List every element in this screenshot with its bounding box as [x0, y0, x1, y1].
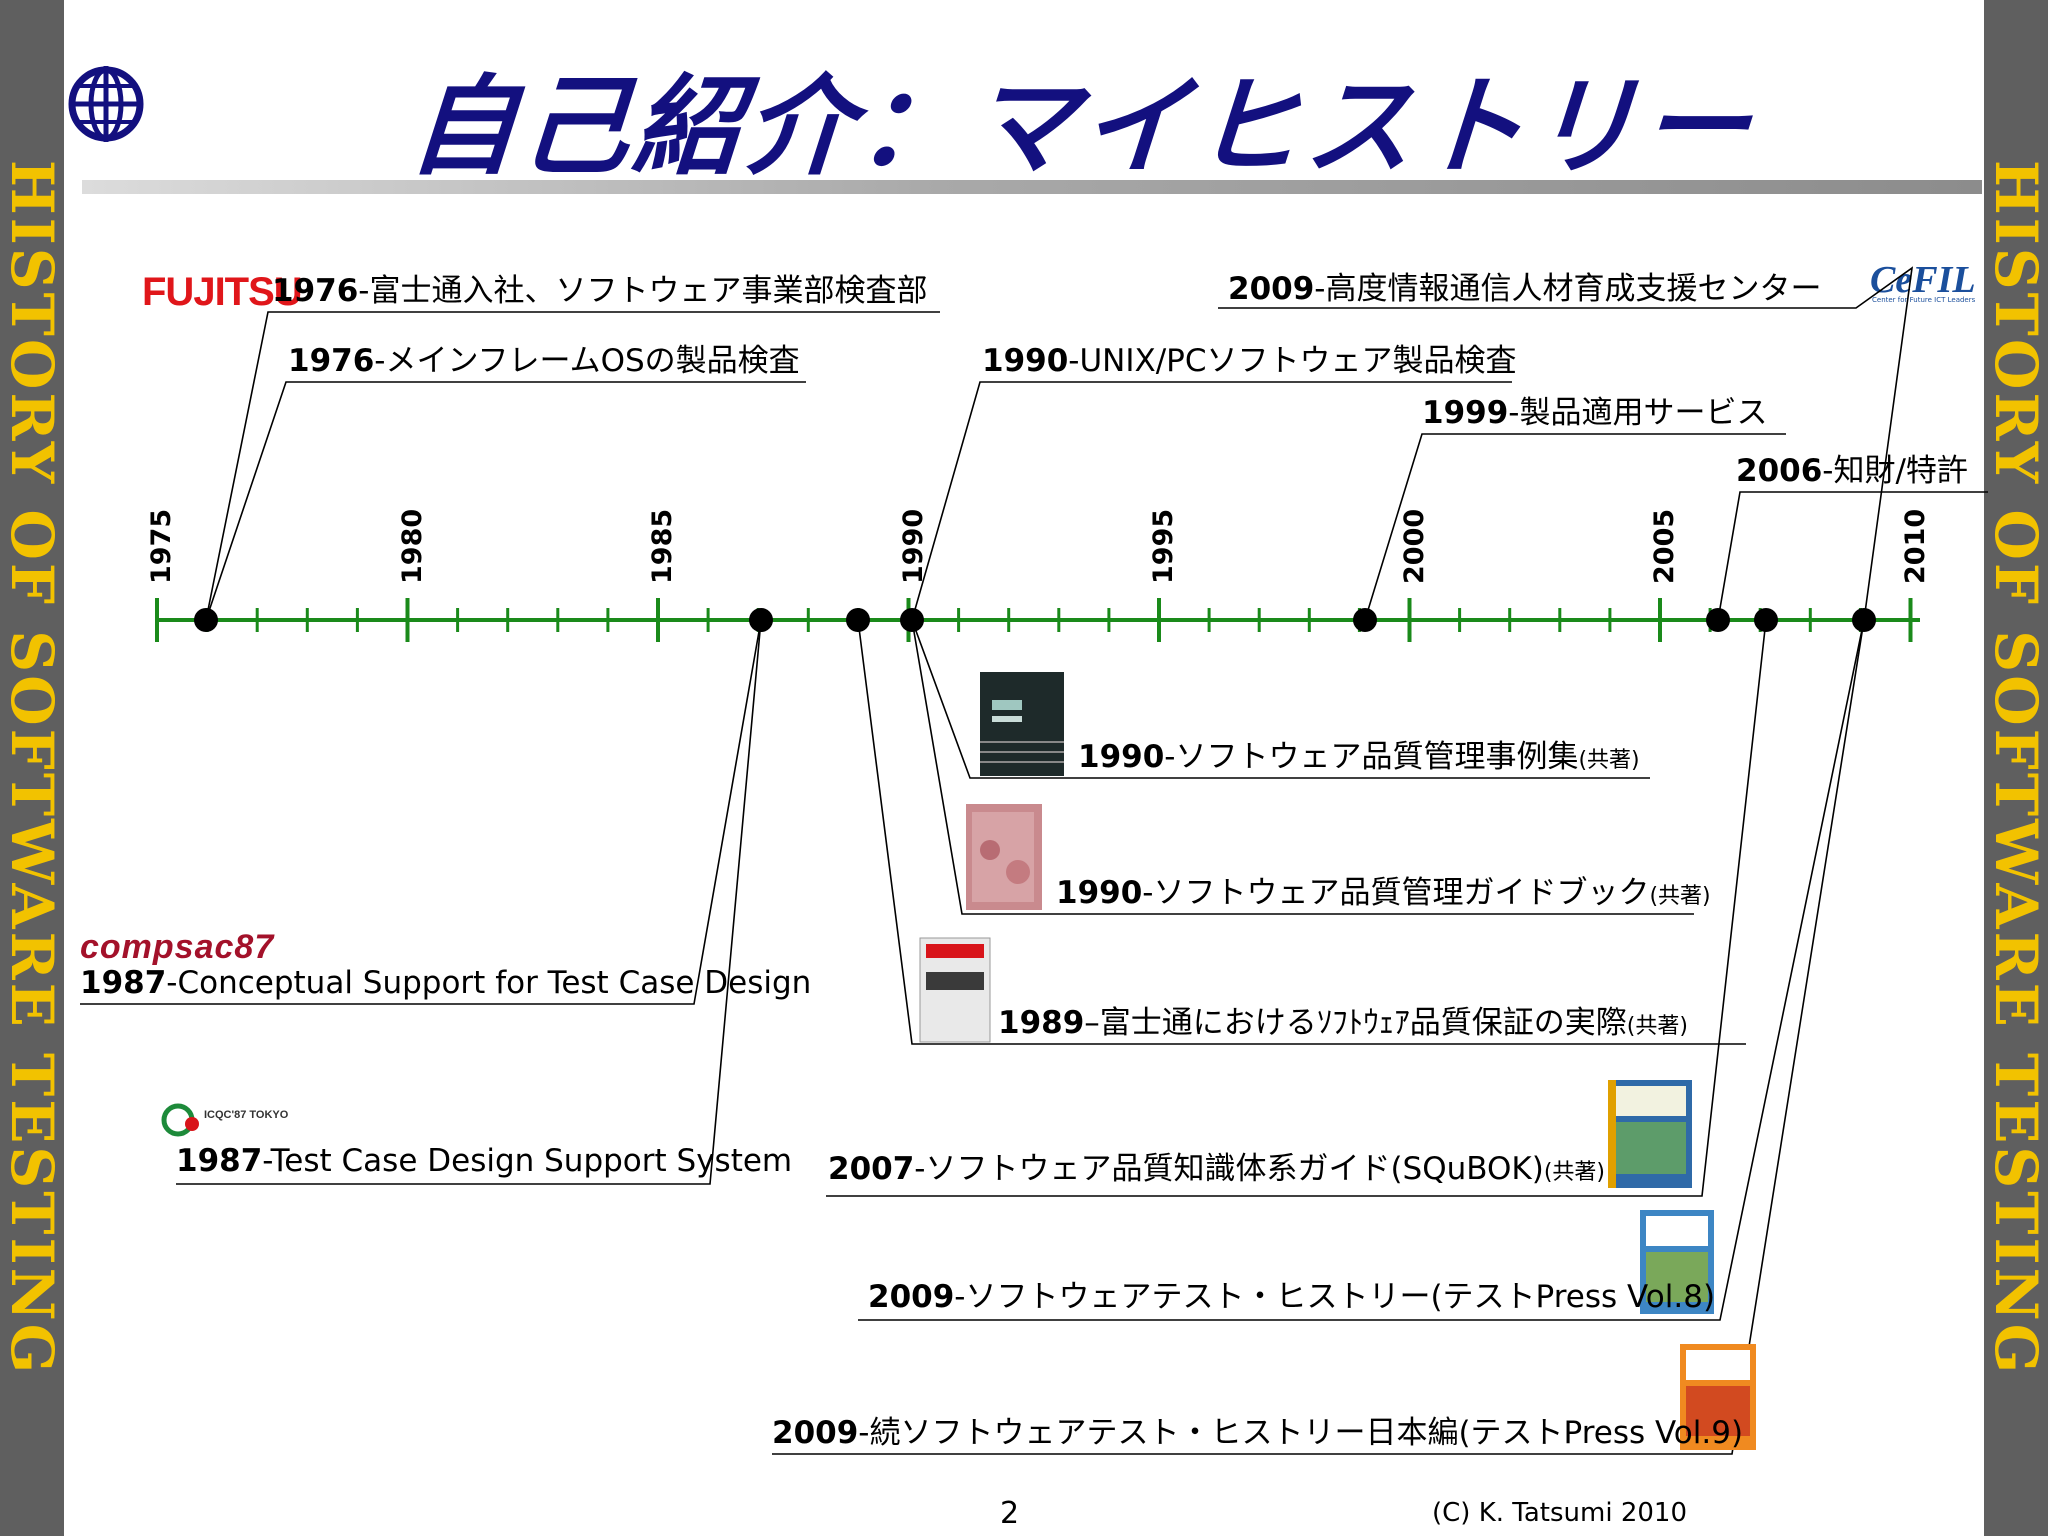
event-label-1999-service: 1999-製品適用サービス — [1422, 395, 1768, 431]
slide-title: 自己紹介：マイヒストリー — [404, 65, 1758, 190]
leader-line — [176, 619, 762, 1185]
event-label-2009-cefil: 2009-高度情報通信人材育成支援センター — [1228, 271, 1822, 307]
event-label-1987-conceptual: 1987-Conceptual Support for Test Case De… — [80, 965, 812, 1001]
event-label-1990-guidebook: 1990-ソフトウェア品質管理ガイドブック(共著) — [1056, 875, 1711, 911]
axis-year-label: 2005 — [1649, 508, 1680, 584]
event-label-2007-squbok: 2007-ソフトウェア品質知識体系ガイド(SQuBOK)(共著) — [828, 1151, 1606, 1187]
right-side-text: HISTORY OF SOFTWARE TESTING — [1982, 159, 2050, 1377]
event-dot — [900, 608, 924, 632]
event-label-2009-test-press-9: 2009-続ソフトウェアテスト・ヒストリー日本編(テストPress Vol.9) — [772, 1415, 1744, 1451]
leader-line — [1717, 491, 1988, 621]
event-label-1987-test-case-design: 1987-Test Case Design Support System — [176, 1143, 793, 1179]
compsac-logo: compsac87 — [80, 928, 275, 966]
event-label-2009-test-press-8: 2009-ソフトウェアテスト・ヒストリー(テストPress Vol.8) — [868, 1279, 1716, 1315]
cefil-logo-subtitle: Center for Future ICT Leaders — [1872, 296, 1976, 304]
axis-year-label: 1995 — [1148, 508, 1179, 584]
title-rule — [82, 180, 1982, 194]
event-label-1976-mainframe: 1976-メインフレームOSの製品検査 — [288, 343, 800, 379]
event-dot — [749, 608, 773, 632]
page-number: 2 — [1000, 1496, 1020, 1531]
event-dot — [846, 608, 870, 632]
axis-year-label: 1975 — [146, 508, 177, 584]
book-cover-qc-guidebook — [966, 804, 1042, 910]
fujitsu-logo: FUJITSU — [142, 270, 303, 314]
timeline-ticks — [155, 598, 1913, 642]
axis-year-label: 1985 — [647, 508, 678, 584]
event-dot — [1353, 608, 1377, 632]
icqc-logo: ICQC'87 TOKYO — [161, 1103, 289, 1137]
axis-year-label: 1990 — [898, 508, 929, 584]
icqc-logo-text: ICQC'87 TOKYO — [204, 1109, 289, 1121]
event-label-1989-fujitsu-qa: 1989–富士通におけるｿﾌﾄｳｪｱ品質保証の実際(共著) — [998, 1005, 1688, 1041]
leader-line — [857, 619, 1746, 1045]
axis-year-label: 1980 — [397, 508, 428, 584]
event-label-2006-ip: 2006-知財/特許 — [1736, 453, 1968, 489]
event-label-1990-casebook: 1990-ソフトウェア品質管理事例集(共著) — [1078, 739, 1640, 775]
event-dot — [1706, 608, 1730, 632]
event-label-1976-fujitsu-join: 1976-富士通入社、ソフトウェア事業部検査部 — [272, 273, 928, 309]
globe-icon — [68, 66, 144, 142]
event-dot — [1852, 608, 1876, 632]
leader-line — [1218, 266, 1914, 621]
axis-year-label: 2010 — [1900, 508, 1931, 584]
left-side-bar: HISTORY OF SOFTWARE TESTING — [0, 0, 66, 1536]
book-cover-qc-casebook — [980, 672, 1064, 776]
book-cover-fujitsu-qa — [919, 937, 991, 1043]
axis-year-label: 2000 — [1399, 508, 1430, 584]
left-side-text: HISTORY OF SOFTWARE TESTING — [0, 159, 66, 1377]
event-label-1990-unix-pc: 1990-UNIX/PCソフトウェア製品検査 — [982, 343, 1517, 379]
event-dot — [1754, 608, 1778, 632]
copyright: (C) K. Tatsumi 2010 — [1432, 1498, 1687, 1528]
event-dot — [194, 608, 218, 632]
right-side-bar: HISTORY OF SOFTWARE TESTING — [1982, 0, 2050, 1536]
leader-line — [858, 619, 1865, 1321]
book-cover-squbok — [1608, 1080, 1692, 1188]
leader-line — [205, 381, 806, 621]
